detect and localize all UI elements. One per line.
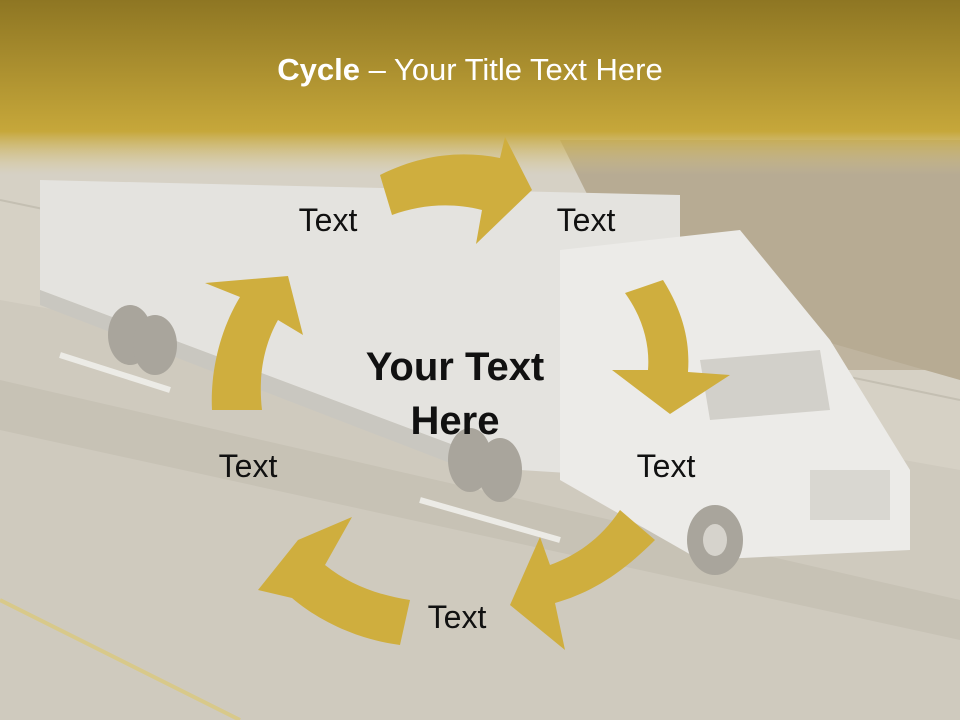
cycle-arrow-left <box>205 276 303 410</box>
node-label-bottom: Text <box>427 599 487 635</box>
slide-title: Cycle – Your Title Text Here <box>0 52 940 88</box>
node-label-top-left: Text <box>298 202 358 238</box>
cycle-arrow-right <box>612 280 730 414</box>
cycle-arrow-top <box>380 137 532 244</box>
center-text-line2: Here <box>410 399 500 443</box>
node-label-top-right: Text <box>556 202 616 238</box>
title-bold: Cycle <box>277 52 360 87</box>
center-text-line1: Your Text <box>365 345 545 389</box>
title-rest: – Your Title Text Here <box>360 52 663 87</box>
node-label-mid-left: Text <box>218 448 278 484</box>
center-text: Your Text Here <box>330 340 580 448</box>
cycle-arrow-bottom-right <box>510 510 655 650</box>
cycle-arrow-bottom-left <box>258 517 410 645</box>
node-label-mid-right: Text <box>636 448 696 484</box>
